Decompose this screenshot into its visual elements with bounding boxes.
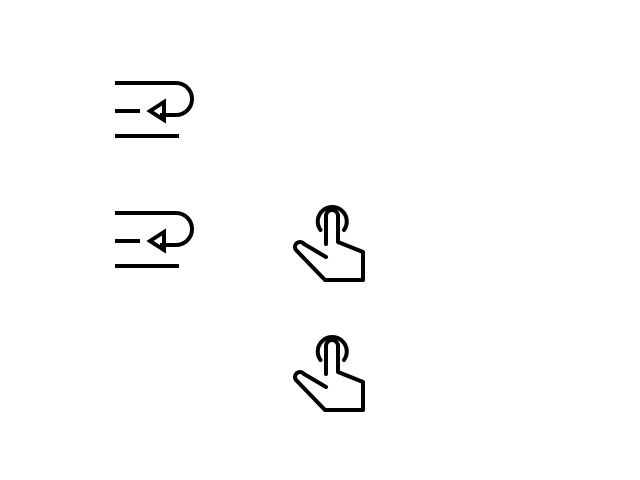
text-wrap-icon	[112, 78, 196, 140]
tap-gesture-icon	[292, 202, 370, 286]
tap-gesture-icon	[292, 332, 370, 416]
text-wrap-icon	[112, 208, 196, 270]
